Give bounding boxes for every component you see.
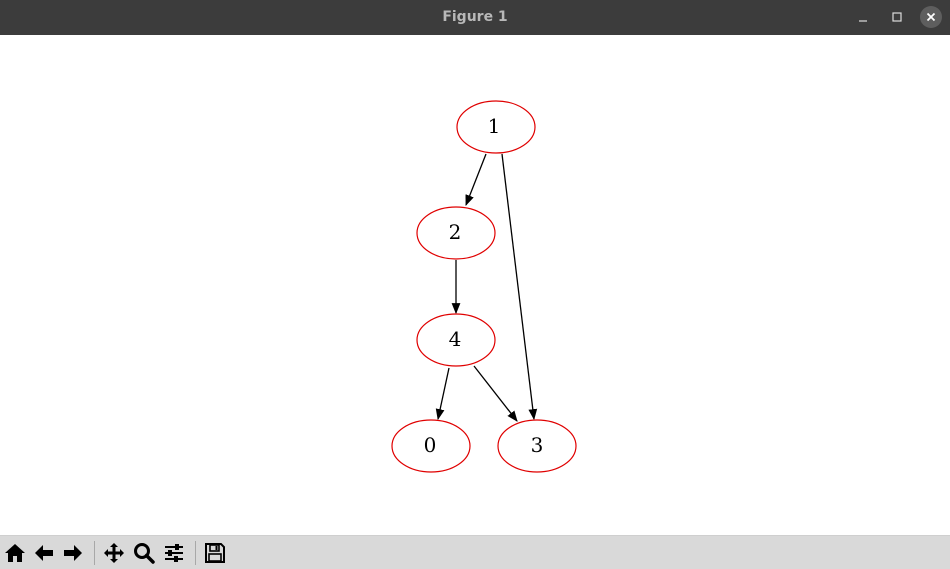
zoom-button[interactable] [130, 539, 157, 566]
graph-plot: 1 2 4 0 3 [391, 100, 577, 473]
edge-1-3 [501, 153, 538, 421]
magnifier-icon [133, 542, 155, 564]
edge-4-3 [473, 365, 518, 422]
node-label: 2 [449, 220, 462, 244]
maximize-icon [892, 12, 902, 22]
pan-button[interactable] [100, 539, 127, 566]
sliders-icon [164, 543, 183, 562]
node-label: 3 [531, 433, 544, 457]
configure-subplots-button[interactable] [160, 539, 187, 566]
arrow-right-icon [63, 544, 82, 561]
floppy-disk-icon [204, 542, 225, 563]
edge-1-2 [465, 153, 487, 207]
forward-button[interactable] [59, 539, 86, 566]
toolbar-separator [94, 541, 95, 565]
minimize-button[interactable] [852, 6, 874, 28]
arrow-left-icon [34, 544, 53, 561]
toolbar-separator [195, 541, 196, 565]
node-1: 1 [456, 100, 536, 154]
minimize-icon [859, 20, 867, 22]
close-icon [926, 12, 936, 22]
figure-canvas[interactable]: 1 2 4 0 3 [0, 35, 950, 535]
save-button[interactable] [201, 539, 228, 566]
home-button[interactable] [1, 539, 28, 566]
maximize-button[interactable] [886, 6, 908, 28]
navigation-toolbar [0, 535, 950, 569]
window-title: Figure 1 [442, 9, 508, 25]
node-4: 4 [416, 313, 496, 367]
move-icon [103, 542, 124, 563]
node-label: 0 [424, 433, 437, 457]
node-label: 1 [488, 114, 501, 138]
node-label: 4 [449, 327, 462, 351]
node-2: 2 [416, 206, 496, 260]
back-button[interactable] [30, 539, 57, 566]
home-icon [4, 543, 25, 562]
node-0: 0 [391, 419, 471, 473]
node-3: 3 [497, 419, 577, 473]
edge-4-0 [435, 367, 450, 421]
title-bar: Figure 1 [0, 0, 950, 35]
close-button[interactable] [920, 6, 942, 28]
